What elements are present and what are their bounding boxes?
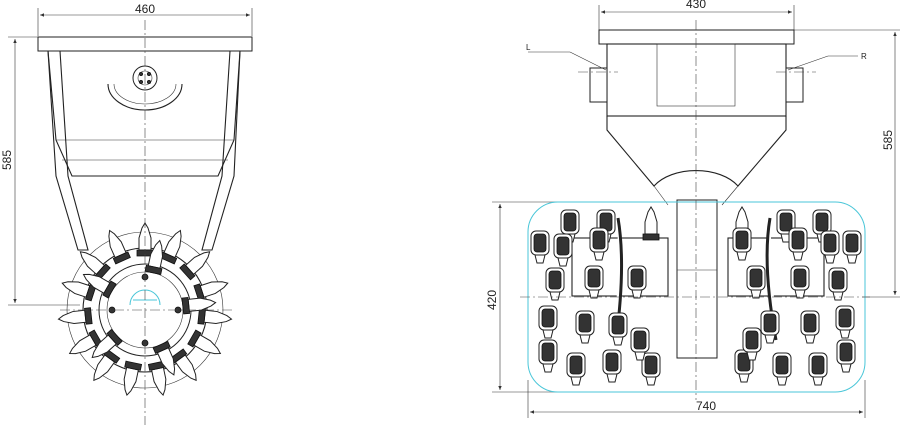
left-view: 460 585 xyxy=(0,2,253,425)
right-port-label: R xyxy=(861,52,867,61)
right-drum-height-dimension: 420 xyxy=(485,201,560,393)
right-top-plate xyxy=(598,29,795,45)
left-arm-left xyxy=(47,50,89,251)
right-drum-right-half xyxy=(727,206,862,386)
right-center-column xyxy=(676,199,718,359)
right-upper-body xyxy=(606,43,787,117)
right-port-right xyxy=(785,67,804,103)
right-height-label: 585 xyxy=(881,130,895,150)
right-drum-height-label: 420 xyxy=(485,290,499,310)
left-arm-right xyxy=(201,50,241,251)
right-drum-left-half xyxy=(530,206,669,386)
left-height-label: 585 xyxy=(0,150,14,170)
right-port-left xyxy=(589,67,608,103)
left-width-dimension: 460 xyxy=(37,2,253,36)
right-drum-width-label: 740 xyxy=(696,399,716,413)
right-top-width-label: 430 xyxy=(686,0,706,11)
left-port-arc xyxy=(107,83,183,111)
right-funnel xyxy=(606,116,787,187)
right-height-dimension: 585 xyxy=(794,29,900,298)
left-width-label: 460 xyxy=(135,2,155,16)
left-port-label: L xyxy=(526,43,531,52)
right-view: 430 585 420 740 xyxy=(485,0,900,418)
right-drum-width-dimension: 740 xyxy=(527,380,866,418)
left-height-dimension: 585 xyxy=(0,36,80,306)
right-top-width-dimension: 430 xyxy=(598,0,795,30)
